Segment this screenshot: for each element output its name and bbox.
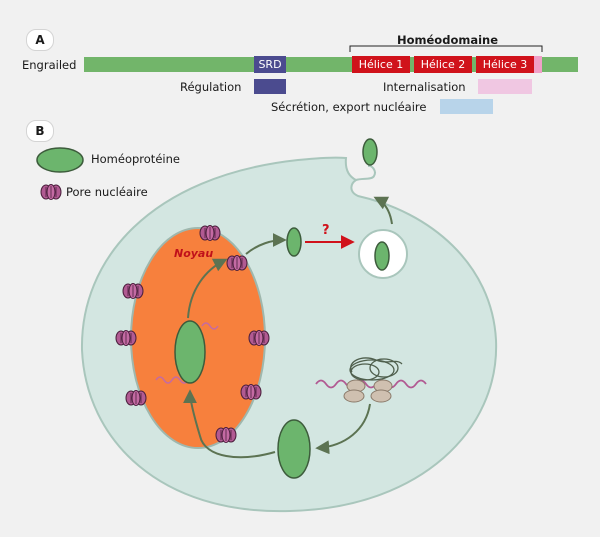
- homeoprotein: [286, 227, 302, 257]
- dna-strand: [201, 322, 219, 330]
- homeoprotein-legend-icon: [36, 147, 84, 173]
- homeoprotein: [174, 320, 206, 384]
- nuclear-pore: [115, 330, 137, 346]
- dna-strand: [155, 376, 189, 384]
- ribosome: [343, 379, 393, 403]
- helix-2-segment: Hélice 2: [414, 56, 472, 73]
- nuclear-pore: [226, 255, 248, 271]
- homeoprotein: [362, 138, 378, 166]
- nuclear-pore: [215, 427, 237, 443]
- homeoprotein: [277, 419, 311, 479]
- homeodomain-bracket: [349, 45, 543, 52]
- internalisation-swatch: [478, 79, 532, 94]
- nuclear-pore: [122, 283, 144, 299]
- regulation-swatch: [254, 79, 286, 94]
- helix-3-segment: Hélice 3: [476, 56, 534, 73]
- nuclear-pore: [248, 330, 270, 346]
- mrna-strand: [315, 379, 427, 389]
- translation-arrow: [315, 403, 371, 455]
- export-arrow-2: [245, 233, 287, 255]
- secretion-arrow: [373, 196, 393, 225]
- import-arrow: [183, 389, 276, 459]
- secretion-label: Sécrétion, export nucléaire: [271, 100, 427, 114]
- export-arrow: [187, 258, 228, 319]
- engrailed-label: Engrailed: [22, 58, 77, 72]
- srd-segment: SRD: [254, 56, 286, 73]
- secretion-swatch: [440, 99, 493, 114]
- nuclear-pore-legend-icon: [40, 184, 62, 200]
- nascent-polypeptide: [349, 357, 403, 381]
- homeoprotein: [374, 241, 390, 271]
- regulation-label: Régulation: [180, 80, 242, 94]
- homeodomain-label: Homéodomaine: [397, 33, 499, 47]
- helix-1-segment: Hélice 1: [352, 56, 410, 73]
- question-mark: ?: [322, 223, 330, 238]
- nuclear-pore-legend-label: Pore nucléaire: [66, 185, 148, 199]
- nuclear-pore: [125, 390, 147, 406]
- nuclear-pore: [199, 225, 221, 241]
- internalisation-label: Internalisation: [383, 80, 466, 94]
- nuclear-pore: [240, 384, 262, 400]
- homeoprotein-legend-label: Homéoprotéine: [91, 152, 180, 166]
- panel-b-badge: B: [26, 120, 54, 142]
- helix-3-pink-end: [534, 56, 542, 73]
- panel-a-badge: A: [26, 29, 54, 51]
- nucleus-label: Noyau: [174, 247, 214, 260]
